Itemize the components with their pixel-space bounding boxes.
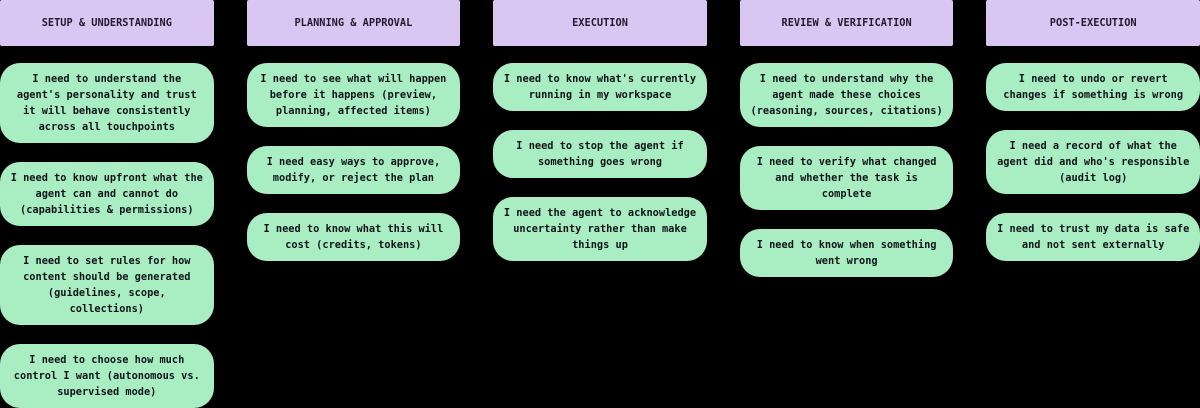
column-header: EXECUTION [493, 0, 707, 46]
sticky-note-card: I need to know upfront what the agent ca… [0, 162, 214, 226]
sticky-note-card: I need to see what will happen before it… [246, 63, 461, 127]
column-setup-understanding: SETUP & UNDERSTANDING I need to understan… [0, 0, 214, 408]
sticky-note-card: I need the agent to acknowledge uncertai… [493, 197, 707, 261]
sticky-note-card: I need to undo or revert changes if some… [986, 63, 1200, 111]
sticky-note-card: I need to stop the agent if something go… [493, 130, 707, 178]
column-planning-approval: PLANNING & APPROVAL I need to see what wi… [246, 0, 461, 408]
column-header: POST-EXECUTION [986, 0, 1200, 46]
sticky-note-card: I need to choose how much control I want… [0, 344, 214, 408]
column-post-execution: POST-EXECUTION I need to undo or revert c… [986, 0, 1200, 408]
sticky-note-card: I need a record of what the agent did an… [986, 130, 1200, 194]
column-header: SETUP & UNDERSTANDING [0, 0, 214, 46]
sticky-note-card: I need to know what's currently running … [493, 63, 707, 111]
sticky-note-card: I need to know what this will cost (cred… [246, 213, 461, 261]
sticky-note-card: I need to understand why the agent made … [739, 63, 954, 127]
sticky-note-card: I need to trust my data is safe and not … [986, 213, 1200, 261]
column-header: PLANNING & APPROVAL [246, 0, 461, 46]
column-header: REVIEW & VERIFICATION [739, 0, 954, 46]
column-review-verification: REVIEW & VERIFICATION I need to understan… [739, 0, 954, 408]
sticky-note-card: I need to know when something went wrong [739, 229, 954, 277]
column-execution: EXECUTION I need to know what's currently… [493, 0, 707, 408]
sticky-note-card: I need to understand the agent's persona… [0, 63, 214, 143]
sticky-note-card: I need to verify what changed and whethe… [739, 146, 954, 210]
sticky-note-card: I need easy ways to approve, modify, or … [246, 146, 461, 194]
sticky-note-card: I need to set rules for how content shou… [0, 245, 214, 325]
